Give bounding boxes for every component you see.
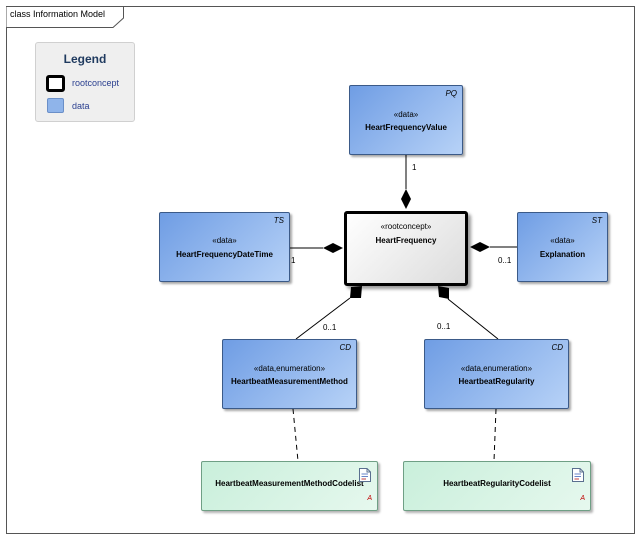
legend-title: Legend: [63, 52, 107, 66]
legend-swatch-rootconcept: [46, 75, 65, 92]
class-explanation[interactable]: ST «data» Explanation: [517, 212, 608, 282]
class-heartbeat-regularity[interactable]: CD «data,enumeration» HeartbeatRegularit…: [424, 339, 569, 409]
codelist-marker: A: [367, 495, 372, 502]
class-stereotype: «data,enumeration»: [253, 364, 326, 373]
class-heart-frequency-value[interactable]: PQ «data» HeartFrequencyValue: [349, 85, 463, 155]
datatype-tag: ST: [591, 216, 602, 225]
codelist-heartbeat-measurement-method[interactable]: HeartbeatMeasurementMethodCodelist A: [201, 461, 378, 511]
class-heart-frequency-date-time[interactable]: TS «data» HeartFrequencyDateTime: [159, 212, 290, 282]
legend-label-data: data: [72, 101, 90, 111]
document-icon: [359, 468, 371, 487]
class-name: HeartFrequencyDateTime: [176, 250, 273, 259]
datatype-tag: TS: [273, 216, 284, 225]
root-name: HeartFrequency: [375, 236, 437, 245]
composition-diamond-datetime: [323, 243, 343, 253]
legend-label-rootconcept: rootconcept: [72, 78, 120, 88]
datatype-tag: CD: [339, 343, 351, 352]
codelist-name: HeartbeatMeasurementMethodCodelist: [215, 479, 364, 488]
document-icon: [572, 468, 584, 487]
class-stereotype: «data»: [212, 236, 237, 245]
legend-swatch-data: [47, 98, 64, 113]
association-method: [295, 297, 351, 340]
multiplicity-method: 0..1: [323, 323, 337, 332]
dependency-regularity-codelist: [493, 408, 497, 462]
class-heartbeat-measurement-method[interactable]: CD «data,enumeration» HeartbeatMeasureme…: [222, 339, 357, 409]
class-stereotype: «data»: [550, 236, 575, 245]
codelist-name: HeartbeatRegularityCodelist: [443, 479, 551, 488]
composition-diamond-method: [350, 286, 362, 298]
codelist-marker: A: [580, 495, 585, 502]
composition-diamond-regularity: [438, 286, 449, 299]
codelist-heartbeat-regularity[interactable]: HeartbeatRegularityCodelist A: [403, 461, 591, 511]
root-stereotype: «rootconcept»: [380, 222, 432, 231]
class-name: HeartbeatMeasurementMethod: [231, 377, 348, 386]
frame-tab-shape: [6, 6, 124, 28]
frame-tab: [6, 6, 124, 28]
multiplicity-regularity: 0..1: [437, 322, 451, 331]
diagram-frame: [6, 6, 635, 534]
legend[interactable]: Legend rootconcept data: [35, 42, 135, 122]
diagram-title: class Information Model: [10, 9, 106, 19]
class-stereotype: «data,enumeration»: [460, 364, 533, 373]
datatype-tag: PQ: [445, 89, 457, 98]
association-regularity: [447, 298, 499, 340]
class-name: HeartFrequencyValue: [365, 123, 447, 132]
multiplicity-explanation: 0..1: [498, 256, 512, 265]
multiplicity-value: 1: [412, 163, 417, 172]
class-stereotype: «data»: [393, 110, 419, 119]
multiplicity-datetime: 1: [291, 256, 296, 265]
composition-diamond-value: [401, 189, 411, 209]
class-name: HeartbeatRegularity: [458, 377, 535, 386]
composition-diamond-explanation: [470, 242, 490, 252]
datatype-tag: CD: [551, 343, 563, 352]
dependency-method-codelist: [292, 408, 299, 462]
rootconcept-heart-frequency[interactable]: «rootconcept» HeartFrequency: [344, 211, 468, 286]
class-name: Explanation: [539, 250, 586, 259]
